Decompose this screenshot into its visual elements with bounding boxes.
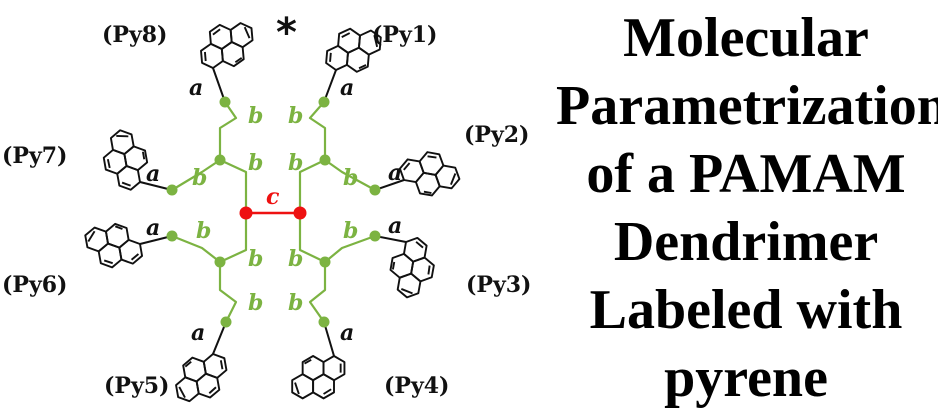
bond-labels-b: b b b b b b b b b b b b [192,103,358,316]
svg-text:a: a [191,320,205,346]
svg-text:a: a [388,160,402,186]
label-py8: (Py8) [102,22,167,48]
svg-text:a: a [340,75,354,101]
svg-text:b: b [288,150,303,176]
svg-text:b: b [288,103,303,129]
title-line: Parametrization [556,75,938,137]
label-py1: (Py1) [372,22,437,48]
svg-text:b: b [248,290,263,316]
svg-text:b: b [248,246,263,272]
label-py7: (Py7) [2,143,67,169]
svg-text:a: a [388,213,402,239]
bond-label-c: c [266,184,280,210]
pamam-pyrene-diagram: (Py8) (Py1) (Py2) (Py7) (Py6) (Py3) (Py5… [2,10,531,404]
svg-text:b: b [196,218,211,244]
svg-text:a: a [146,215,160,241]
label-py2: (Py2) [464,122,529,148]
red-core-nodes [239,206,307,220]
pyrene-py6 [79,211,148,281]
svg-text:b: b [288,290,303,316]
pyrene-py3 [378,233,447,303]
svg-text:b: b [288,246,303,272]
asterisk: * [276,10,297,56]
title: Molecular Parametrization of a PAMAM Den… [556,4,938,412]
pyrene-py5 [170,351,232,404]
green-nodes [166,96,381,328]
title-line: Dendrimer [613,211,879,273]
svg-text:b: b [343,218,358,244]
svg-text:b: b [248,103,263,129]
svg-text:a: a [340,320,354,346]
svg-text:b: b [248,150,263,176]
title-line: Labeled with [589,279,903,341]
svg-text:b: b [192,165,207,191]
label-py4: (Py4) [384,373,449,399]
pyrene-py2 [395,139,465,208]
title-line: pyrene [664,347,828,409]
title-line: Molecular [623,7,869,69]
bond-labels-a: a a a a a a a a [146,75,402,346]
pyrene-py4 [291,355,346,400]
svg-text:a: a [189,75,203,101]
title-line: of a PAMAM [586,143,906,205]
label-py6: (Py6) [2,272,67,298]
pyrene-py8 [197,21,256,70]
svg-text:a: a [146,161,160,187]
label-py5: (Py5) [104,373,169,399]
label-py3: (Py3) [466,272,531,298]
svg-text:b: b [343,165,358,191]
